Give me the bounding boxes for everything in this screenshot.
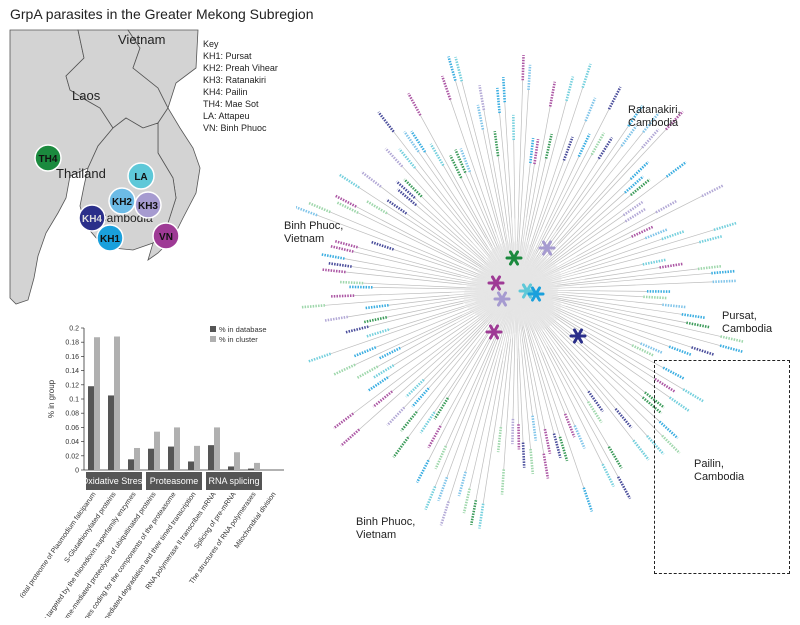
y-tick-label: 0.12 xyxy=(65,382,79,389)
cluster-star-marker xyxy=(493,291,511,307)
bar-database xyxy=(208,445,214,470)
bar-cluster xyxy=(234,452,240,470)
y-tick-label: 0.14 xyxy=(65,368,79,375)
group-label: Proteasome xyxy=(150,476,199,486)
y-tick-label: 0.08 xyxy=(65,411,79,418)
cluster-star-marker xyxy=(569,328,587,344)
group-band xyxy=(146,472,202,490)
group-label: Oxidative Stress xyxy=(81,476,147,486)
tree-leaf-labels xyxy=(296,55,745,529)
key-item: KH4: Pailin xyxy=(203,87,248,97)
group-band xyxy=(206,472,262,490)
site-marker-kh4: KH4 xyxy=(78,204,106,232)
y-tick-label: 0.1 xyxy=(69,397,79,404)
site-marker-la: LA xyxy=(127,162,155,190)
bar-cluster xyxy=(114,336,120,470)
bar-database xyxy=(228,466,234,470)
svg-text:VN: VN xyxy=(159,232,173,243)
bar-database xyxy=(148,448,154,470)
svg-text:KH1: KH1 xyxy=(100,234,120,245)
svg-text:KH2: KH2 xyxy=(112,197,132,208)
site-marker-kh2: KH2 xyxy=(108,187,136,215)
country-label-laos: Laos xyxy=(72,88,101,103)
svg-text:KH3: KH3 xyxy=(138,201,158,212)
bar-database xyxy=(88,386,94,470)
y-tick-label: 0.16 xyxy=(65,354,79,361)
bar-cluster xyxy=(94,337,100,470)
bar-database xyxy=(108,395,114,470)
key-item: KH1: Pursat xyxy=(203,51,252,61)
region-label-pursat: Pursat,Cambodia xyxy=(722,310,773,335)
region-label-binh-phuoc-upper: Binh Phuoc,Vietnam xyxy=(284,220,344,245)
map-key: Key KH1: Pursat KH2: Preah Vihear KH3: R… xyxy=(203,38,278,134)
y-tick-label: 0.02 xyxy=(65,453,79,460)
svg-text:KH4: KH4 xyxy=(82,214,102,225)
figure-title: GrpA parasites in the Greater Mekong Sub… xyxy=(10,6,314,22)
y-tick-label: 0.18 xyxy=(65,340,79,347)
region-label-pailin: Pailin,Cambodia xyxy=(694,458,745,483)
key-item: KH3: Ratanakiri xyxy=(203,75,267,85)
region-label-binh-phuoc-lower: Binh Phuoc,Vietnam xyxy=(356,516,416,541)
cluster-star-marker xyxy=(485,324,503,340)
site-marker-kh1: KH1 xyxy=(96,224,124,252)
region-label-ratanakiri: Ratanakiri,Cambodia xyxy=(628,104,681,129)
bar-cluster xyxy=(154,431,160,470)
svg-text:TH4: TH4 xyxy=(39,154,58,165)
bar-database xyxy=(168,446,174,470)
y-tick-label: 0.04 xyxy=(65,439,79,446)
bar-database xyxy=(248,468,254,470)
site-marker-kh3: KH3 xyxy=(134,191,162,219)
site-marker-vn: VN xyxy=(152,222,180,250)
bar-database xyxy=(188,461,194,470)
svg-text:LA: LA xyxy=(134,172,147,183)
mekong-map: Vietnam Laos Thailand Cambodia TH4 LA KH… xyxy=(8,28,298,310)
y-tick-label: 0.2 xyxy=(69,326,79,333)
cluster-star-marker xyxy=(505,250,523,266)
gene-category-bar-chart: 0 0.02 0.04 0.06 0.08 0.1 0.12 0.14 0.16 0.18 0.2%… xyxy=(20,325,284,618)
bar-cluster xyxy=(254,462,260,470)
key-item: KH2: Preah Vihear xyxy=(203,63,278,73)
site-marker-th4: TH4 xyxy=(34,144,62,172)
cluster-star-marker xyxy=(527,286,545,302)
bar-cluster xyxy=(194,445,200,470)
y-axis-label: % in group xyxy=(47,379,56,418)
legend-label: % in database xyxy=(219,325,267,334)
y-tick-label: 0 xyxy=(75,468,79,475)
bar-cluster xyxy=(174,427,180,470)
phylogenetic-tree xyxy=(296,55,745,529)
key-item: TH4: Mae Sot xyxy=(203,99,259,109)
country-label-vietnam: Vietnam xyxy=(118,32,165,47)
cluster-star-marker xyxy=(487,275,505,291)
country-label-thailand: Thailand xyxy=(56,166,106,181)
group-band xyxy=(86,472,142,490)
bar-cluster xyxy=(134,447,140,470)
key-heading: Key xyxy=(203,39,219,49)
legend-swatch xyxy=(210,336,216,342)
bar-cluster xyxy=(214,427,220,470)
legend-swatch xyxy=(210,326,216,332)
pailin-highlight-box xyxy=(654,360,790,574)
bar-database xyxy=(128,459,134,470)
legend-label: % in cluster xyxy=(219,335,258,344)
key-item: LA: Attapeu xyxy=(203,111,250,121)
cluster-star-marker xyxy=(538,240,556,256)
y-tick-label: 0.06 xyxy=(65,425,79,432)
x-tick-label: Mitochondrial division xyxy=(234,491,278,550)
land-vietnam xyxy=(127,29,201,261)
key-item: VN: Binh Phuoc xyxy=(203,123,267,133)
group-label: RNA splicing xyxy=(208,476,259,486)
